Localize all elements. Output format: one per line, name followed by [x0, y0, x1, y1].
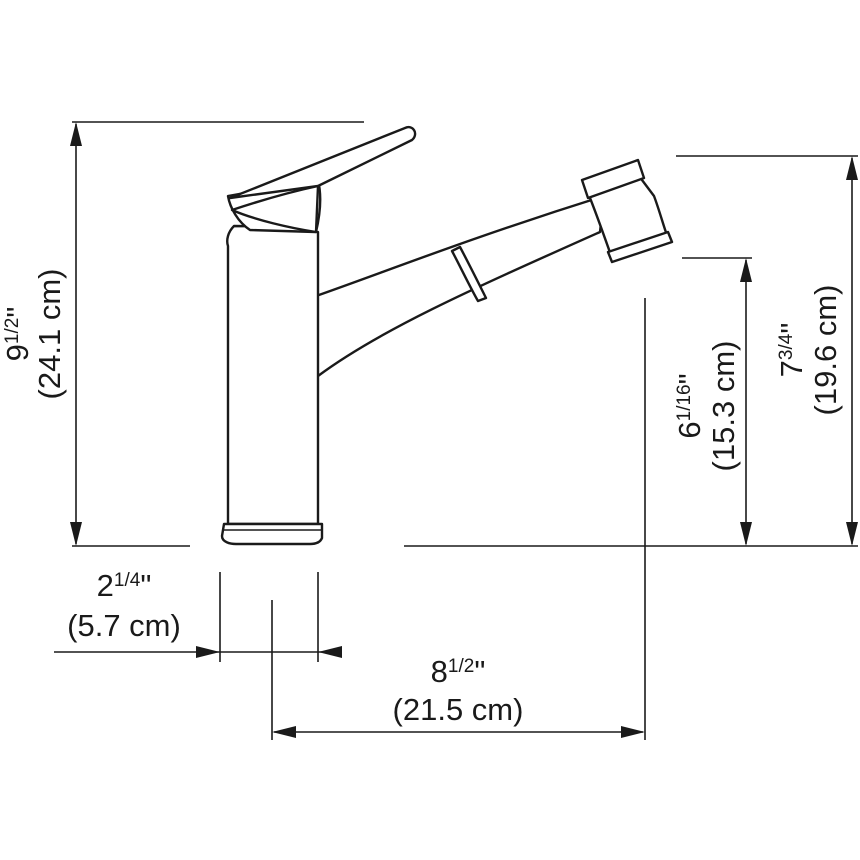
max-height-metric: (19.6 cm): [808, 285, 843, 416]
dimension-overall-height-line: [70, 122, 82, 546]
reach-metric: (21.5 cm): [393, 692, 524, 727]
faucet-base: [220, 522, 324, 546]
dimension-base-diameter-line: [54, 646, 342, 658]
overall-height-label: 91/2": [0, 307, 35, 362]
handle-face: [230, 184, 320, 234]
spray-head-nozzle: [606, 230, 674, 264]
reach-label: 81/2": [431, 654, 486, 689]
dimension-reach-line: [272, 726, 645, 738]
spout-ring: [450, 245, 488, 303]
extension-lines: [72, 121, 858, 740]
base-diameter-metric: (5.7 cm): [67, 608, 181, 643]
faucet-outline: [220, 125, 674, 546]
spray-head-cap: [580, 158, 646, 200]
spout-height-label: 61/16": [672, 373, 707, 438]
handle-lever: [228, 125, 417, 200]
spout: [298, 194, 606, 384]
max-height-label: 73/4": [774, 323, 809, 378]
overall-height-metric: (24.1 cm): [32, 269, 67, 400]
base-diameter-label: 21/4": [97, 568, 152, 603]
spout-height-metric: (15.3 cm): [706, 341, 741, 472]
dimension-spout-height-line: [740, 258, 752, 546]
faucet-body: [226, 224, 320, 526]
dimension-max-height-line: [846, 156, 858, 546]
